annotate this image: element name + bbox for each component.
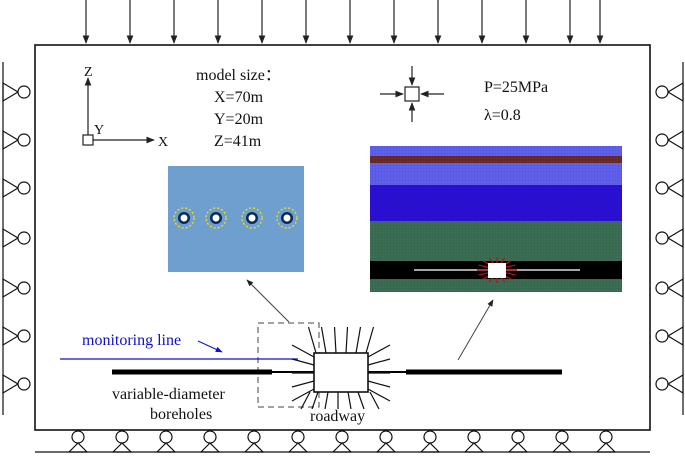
roller-support <box>2 129 31 151</box>
roller-support <box>243 430 265 453</box>
roller-support <box>375 430 397 453</box>
stress-state-icon <box>380 66 444 122</box>
rock-bolt <box>324 391 329 410</box>
roller-support <box>419 430 441 453</box>
roller-support <box>287 430 309 453</box>
roller-support <box>2 325 31 347</box>
roller-support <box>67 430 89 453</box>
mesh-roadway <box>488 263 506 278</box>
roadway-section <box>313 352 369 393</box>
rock-bolt <box>367 388 391 402</box>
rock-bolt <box>355 326 362 354</box>
rock-bolt <box>320 326 327 354</box>
rock-bolt <box>345 326 349 354</box>
roller-support <box>655 227 684 249</box>
roller-support <box>331 430 353 453</box>
zoom-region-box <box>257 322 320 408</box>
model-size-x: X=70m <box>214 89 264 106</box>
borehole-cross-sections <box>173 207 298 229</box>
rock-bolt <box>347 391 352 410</box>
roller-support <box>655 177 684 199</box>
rock-bolt <box>367 344 391 358</box>
roadway-label: roadway <box>310 408 365 425</box>
roller-support <box>655 81 684 103</box>
roller-support <box>155 430 177 453</box>
x-axis-label: X <box>158 135 168 150</box>
rock-bolt <box>365 326 375 354</box>
roller-support <box>551 430 573 453</box>
roller-support <box>2 177 31 199</box>
monitoring-line-pointer <box>197 340 223 353</box>
roller-support <box>463 430 485 453</box>
right-roller-supports <box>655 81 684 395</box>
roller-support <box>2 227 31 249</box>
borehole-cross-section <box>173 207 195 229</box>
model-size-y: Y=20m <box>214 111 264 128</box>
left-roller-supports <box>2 81 31 395</box>
borehole-inset <box>168 166 304 272</box>
roller-support <box>111 430 133 453</box>
rock-bolt <box>300 391 311 410</box>
borehole-cross-section <box>241 207 263 229</box>
model-size-block: model size： X=70m Y=20m Z=41m <box>196 67 281 150</box>
roller-support <box>199 430 221 453</box>
lambda-label: λ=0.8 <box>484 107 521 124</box>
rock-bolt <box>291 358 315 366</box>
rock-bolt <box>291 388 315 402</box>
roller-support <box>2 81 31 103</box>
pointer-arrow-to-mesh-inset <box>457 299 494 361</box>
roller-support <box>655 277 684 299</box>
roller-support <box>595 430 617 453</box>
top-load-arrows <box>82 0 604 44</box>
roller-support <box>507 430 529 453</box>
rock-bolt <box>291 344 315 358</box>
boreholes-label-line1: variable-diameter <box>112 386 225 403</box>
roller-support <box>2 277 31 299</box>
y-axis-marker-icon <box>82 134 94 146</box>
roller-support <box>655 373 684 395</box>
rock-bolt <box>357 391 365 410</box>
model-size-z: Z=41m <box>214 133 262 150</box>
rock-bolt <box>311 391 319 410</box>
bottom-roller-supports <box>67 430 617 453</box>
pointer-arrow-to-borehole-inset <box>246 279 290 323</box>
rock-bolt <box>367 358 391 366</box>
rock-bolt <box>367 380 391 388</box>
rock-bolt <box>291 380 315 388</box>
z-axis-label: Z <box>84 65 93 80</box>
mesh-inset <box>370 146 622 292</box>
roller-support <box>2 373 31 395</box>
roadway <box>291 326 391 410</box>
coordinate-axes: Z Y X <box>82 65 168 150</box>
rock-bolts <box>291 326 391 410</box>
monitoring-line-label: monitoring line <box>82 332 181 349</box>
roller-support <box>655 325 684 347</box>
rock-bolt <box>369 391 380 410</box>
pressure-label: P=25MPa <box>484 79 548 96</box>
roller-support <box>655 129 684 151</box>
rock-bolt <box>307 326 317 354</box>
rock-bolt <box>333 326 337 354</box>
boreholes-label-line2: boreholes <box>150 406 212 423</box>
y-axis-label: Y <box>94 123 104 138</box>
borehole-cross-section <box>205 207 227 229</box>
model-boundary <box>34 44 651 431</box>
borehole-cross-section <box>276 207 298 229</box>
model-size-title: model size： <box>196 67 281 84</box>
